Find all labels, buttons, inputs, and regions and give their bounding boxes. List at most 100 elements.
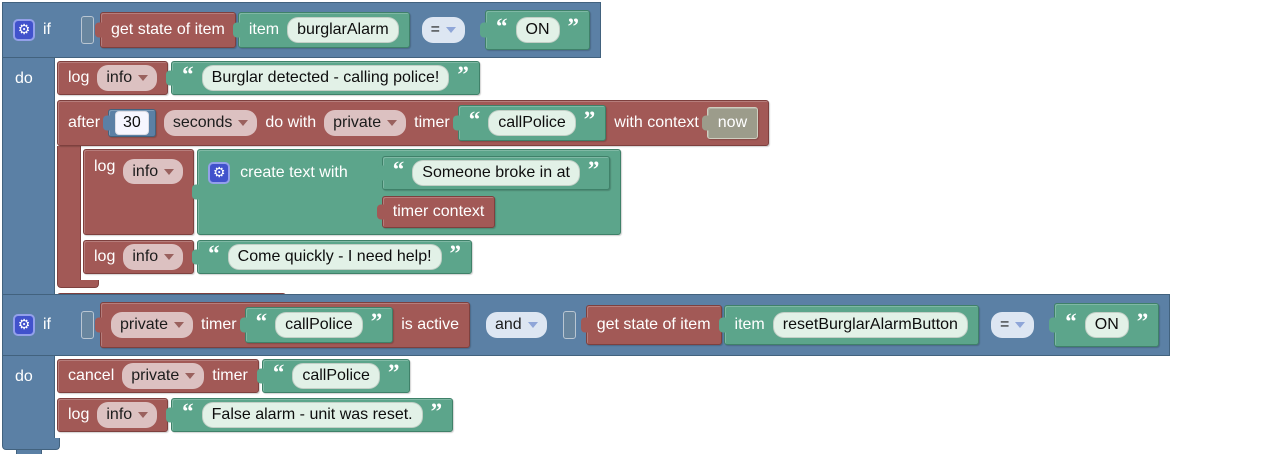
log-message-field[interactable]: Burglar detected - calling police! <box>201 65 450 91</box>
number-block[interactable]: 30 <box>108 109 156 137</box>
chevron-down-icon <box>238 120 249 126</box>
chevron-down-icon <box>527 322 538 328</box>
timer-name-field[interactable]: callPolice <box>488 110 576 136</box>
state-value-field[interactable]: ON <box>1084 312 1129 338</box>
rule1-statements: log info “ Burglar detected - calling po… <box>55 58 770 331</box>
create-text-header: ⚙ create text with <box>208 162 348 184</box>
text-value-block[interactable]: “ ON ” <box>1054 303 1160 347</box>
rule2-if-header[interactable]: ⚙ if private timer “ callPolice ” is act… <box>2 294 1171 356</box>
log-statement: log info “ Burglar detected - calling po… <box>57 61 480 95</box>
operator-value: = <box>430 21 441 39</box>
text-value-block[interactable]: “ Burglar detected - calling police! ” <box>171 61 480 95</box>
rule2-next-connector <box>16 450 42 454</box>
item-name-field[interactable]: resetBurglarAlarmButton <box>772 312 968 338</box>
log-label: log <box>68 406 90 423</box>
item-block[interactable]: item resetBurglarAlarmButton <box>723 305 979 345</box>
state-value-field[interactable]: ON <box>515 17 560 43</box>
and-dropdown[interactable]: and <box>485 312 547 338</box>
text-value-block[interactable]: “ False alarm - unit was reset. ” <box>171 398 454 432</box>
close-quote-icon: ” <box>567 13 580 39</box>
get-state-block[interactable]: get state of item <box>585 305 722 345</box>
log-label: log <box>94 248 116 265</box>
time-unit-dropdown[interactable]: seconds <box>163 110 258 136</box>
chevron-down-icon <box>446 27 457 33</box>
log-level-dropdown[interactable]: info <box>123 159 184 185</box>
context-now-block[interactable]: now <box>706 107 759 139</box>
if-label: if <box>43 21 51 38</box>
log-block[interactable]: log info <box>57 61 169 95</box>
close-quote-icon: ” <box>430 398 443 424</box>
rule1-if-block[interactable]: ⚙ if get state of item item burglarAlarm… <box>2 2 770 354</box>
operator-dropdown[interactable]: = <box>421 17 466 43</box>
value-socket <box>81 311 94 339</box>
do-label: do <box>15 70 33 87</box>
log-level-dropdown[interactable]: info <box>123 244 184 270</box>
close-quote-icon: ” <box>449 240 462 266</box>
after-timer-body: log info ⚙ create text with <box>57 146 622 280</box>
timer-scope-value: private <box>333 114 382 132</box>
rule2-if-block[interactable]: ⚙ if private timer “ callPolice ” is act… <box>2 294 1171 454</box>
close-quote-icon: ” <box>583 106 596 132</box>
item-label: item <box>248 21 280 38</box>
text-value-block[interactable]: “ ON ” <box>485 10 591 50</box>
get-state-block[interactable]: get state of item <box>100 12 236 48</box>
rule1-if-header[interactable]: ⚙ if get state of item item burglarAlarm… <box>2 2 602 58</box>
log-level-dropdown[interactable]: info <box>97 402 158 428</box>
gear-icon[interactable]: ⚙ <box>13 19 35 41</box>
timer-scope-dropdown[interactable]: private <box>324 110 407 136</box>
open-quote-icon: “ <box>392 156 405 182</box>
log-message-field[interactable]: Come quickly - I need help! <box>227 244 442 270</box>
delay-field[interactable]: 30 <box>115 111 149 135</box>
timer-name-block[interactable]: “ callPolice ” <box>457 105 607 141</box>
rule2-statements: cancel private timer “ callPolice ” <box>55 356 454 438</box>
chevron-down-icon <box>164 168 175 175</box>
close-quote-icon: ” <box>1136 308 1149 334</box>
timer-is-active-block[interactable]: private timer “ callPolice ” is active <box>100 302 470 348</box>
timer-label: timer <box>414 114 450 131</box>
log-block[interactable]: log info <box>83 240 195 274</box>
timer-scope-dropdown[interactable]: private <box>111 312 194 338</box>
gear-icon[interactable]: ⚙ <box>208 162 231 184</box>
open-quote-icon: “ <box>255 308 268 334</box>
item-name-field[interactable]: burglarAlarm <box>287 17 399 43</box>
after-timer-header[interactable]: after 30 seconds do with private <box>57 100 770 146</box>
timer-name-field[interactable]: callPolice <box>292 363 380 389</box>
item-block[interactable]: item burglarAlarm <box>237 12 410 48</box>
operator-value: = <box>999 316 1010 334</box>
log-label: log <box>94 158 116 175</box>
after-timer-spine[interactable] <box>57 146 81 280</box>
timer-name-field[interactable]: callPolice <box>275 312 363 338</box>
chevron-down-icon <box>138 412 149 418</box>
log-block[interactable]: log info <box>83 149 195 235</box>
timer-name-block[interactable]: “ callPolice ” <box>244 307 394 343</box>
value-socket <box>562 311 576 339</box>
close-quote-icon: ” <box>387 359 400 385</box>
log-block[interactable]: log info <box>57 398 169 432</box>
rule1-do-section: do log info “ Burglar detected - calling… <box>2 58 770 331</box>
rule1-do-spine[interactable]: do <box>2 58 55 331</box>
open-quote-icon: “ <box>208 240 220 266</box>
timer-scope-dropdown[interactable]: private <box>122 363 205 389</box>
timer-name-block[interactable]: “ callPolice ” <box>261 359 411 393</box>
is-active-label: is active <box>401 316 459 333</box>
chevron-down-icon <box>164 254 175 260</box>
after-timer-bottom-bar <box>57 280 99 288</box>
close-quote-icon: ” <box>457 61 469 87</box>
log-level-dropdown[interactable]: info <box>97 65 158 91</box>
text-value-block[interactable]: “ Come quickly - I need help! ” <box>197 240 473 274</box>
after-timer-statements: log info ⚙ create text with <box>81 146 622 280</box>
gear-icon[interactable]: ⚙ <box>13 314 35 336</box>
text-part-field[interactable]: Someone broke in at <box>412 160 580 186</box>
rule2-do-spine[interactable]: do <box>2 356 55 438</box>
cancel-timer-block[interactable]: cancel private timer <box>57 359 259 393</box>
timer-context-block[interactable]: timer context <box>381 196 496 228</box>
log-level-value: info <box>132 163 159 180</box>
get-state-label: get state of item <box>596 316 711 333</box>
create-text-block[interactable]: ⚙ create text with “ Someone broke in at… <box>197 149 622 235</box>
after-timer-block[interactable]: after 30 seconds do with private <box>57 100 770 288</box>
log-message-field[interactable]: False alarm - unit was reset. <box>201 402 423 428</box>
log-level-value: info <box>106 69 133 87</box>
text-value-block[interactable]: “ Someone broke in at ” <box>381 156 611 190</box>
operator-dropdown[interactable]: = <box>990 312 1035 338</box>
chevron-down-icon <box>185 373 196 379</box>
